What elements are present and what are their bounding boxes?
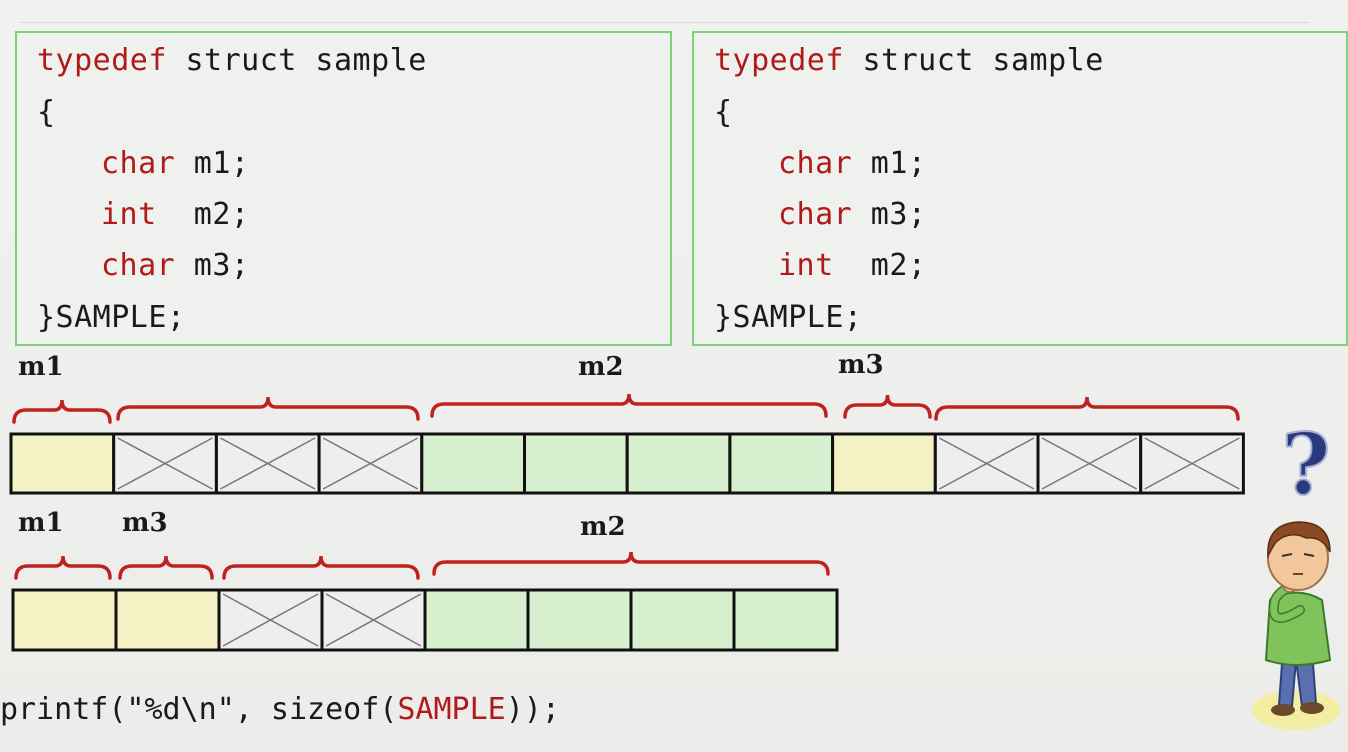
layout1-cell-used <box>831 432 937 495</box>
brace-padding <box>116 396 420 421</box>
layout2-cell-int <box>526 588 633 652</box>
top-divider <box>20 22 1310 23</box>
code-line: { <box>37 95 56 130</box>
brace-padding <box>222 555 420 580</box>
question-mark-icon: ? <box>1281 415 1330 514</box>
code-line: { <box>714 95 733 130</box>
padding-cross <box>222 593 319 647</box>
padding-cross <box>220 437 316 490</box>
layout1-cell-int <box>728 432 835 495</box>
brace-m2 <box>432 551 830 576</box>
layout1-cell-used <box>9 432 116 495</box>
code-line: int m2; <box>778 248 927 283</box>
code-line: typedef struct sample <box>714 43 1104 78</box>
printf-statement: printf("%d\n", sizeof(SAMPLE)); <box>0 692 560 727</box>
code-line: char m1; <box>101 146 250 181</box>
layout1-label-m3: m3 <box>838 350 884 380</box>
layout1-cell-int <box>420 432 526 495</box>
brace-m1 <box>12 399 112 424</box>
layout1-cell-int <box>523 432 629 495</box>
layout2-label-m3: m3 <box>122 508 168 538</box>
layout2-label-m1: m1 <box>18 508 64 538</box>
brace-m1 <box>14 555 112 580</box>
brace-m2 <box>430 393 828 418</box>
brace-m3 <box>843 394 932 419</box>
brace-padding <box>934 396 1240 421</box>
layout1-label-m2: m2 <box>578 352 624 382</box>
layout1-cell-int <box>625 432 732 495</box>
layout2-cell-int <box>423 588 530 652</box>
layout2-cell-used <box>11 588 118 652</box>
padding-cross <box>117 437 213 490</box>
code-panel-right: typedef struct sample { char m1; char m3… <box>692 31 1348 346</box>
code-line: int m2; <box>101 197 250 232</box>
layout2-label-m2: m2 <box>580 512 626 542</box>
code-line: char m3; <box>778 197 927 232</box>
padding-cross <box>938 437 1035 490</box>
brace-m3 <box>118 555 214 580</box>
padding-cross <box>1144 437 1240 490</box>
layout2-cell-int <box>732 588 839 652</box>
layout2-cell-int <box>629 588 736 652</box>
layout2-cell-used <box>114 588 221 652</box>
code-line: }SAMPLE; <box>714 300 863 335</box>
layout1-label-m1: m1 <box>18 352 64 382</box>
padding-cross <box>1041 437 1138 490</box>
code-panel-left: typedef struct sample { char m1; int m2;… <box>15 31 672 346</box>
thinking-person-icon <box>1252 521 1340 730</box>
padding-cross <box>322 437 419 490</box>
code-line: typedef struct sample <box>37 43 427 78</box>
padding-cross <box>325 593 422 647</box>
code-line: char m1; <box>778 146 927 181</box>
code-line: char m3; <box>101 248 250 283</box>
code-line: }SAMPLE; <box>37 300 186 335</box>
